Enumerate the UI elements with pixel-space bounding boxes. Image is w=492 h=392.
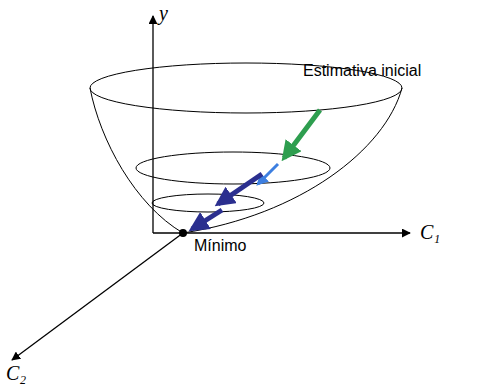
contour-ellipse [152, 194, 264, 212]
axis-label: C₂ [6, 362, 26, 384]
minimum-label: Mínimo [194, 237, 246, 255]
c1-axis [153, 232, 410, 233]
step-arrow [218, 174, 262, 204]
c2-axis [12, 233, 183, 360]
axis-label: y [159, 2, 168, 24]
minimum-dot [179, 229, 187, 237]
axis-label: C₁ [420, 221, 440, 243]
bowl-side [183, 88, 402, 233]
initial-step-arrow [284, 110, 320, 158]
contour-ellipse [136, 152, 330, 184]
start-label: Estimativa inicial [303, 62, 421, 80]
bowl-side [90, 88, 183, 233]
step-arrow [192, 210, 222, 229]
